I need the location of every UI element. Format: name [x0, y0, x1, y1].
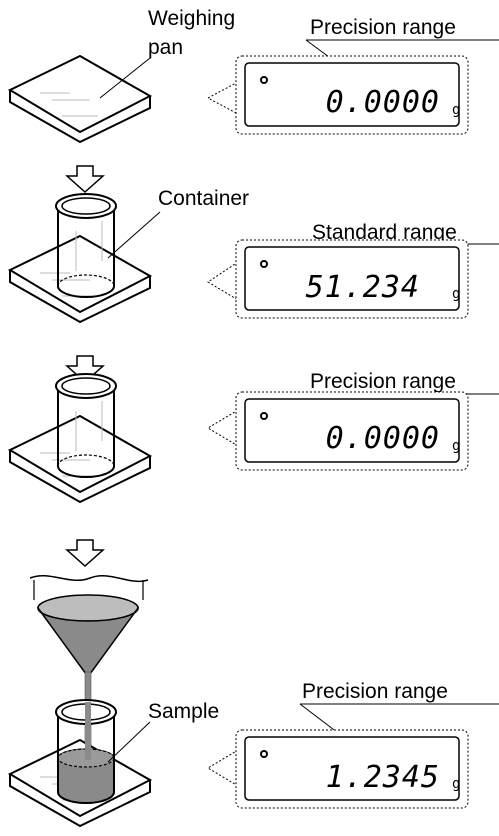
sample-source-edge — [29, 574, 149, 582]
arrow-down-icon — [66, 539, 104, 567]
step-1: Weighing pan Precision range 0.0000 g — [9, 7, 499, 143]
arrow-down-icon — [66, 165, 104, 193]
weighing-pan-label-line2: pan — [148, 36, 183, 59]
callout-4 — [207, 749, 239, 787]
sample-leader — [107, 721, 151, 763]
range-label-3: Precision range — [310, 370, 456, 393]
weighing-pan-label-line1: Weighing — [148, 7, 235, 30]
display-unit-4: g — [452, 776, 460, 792]
pan-3 — [9, 415, 151, 503]
display-unit-3: g — [452, 438, 460, 454]
sample-label: Sample — [148, 700, 219, 723]
display-reading-4: 1.2345 — [326, 760, 440, 795]
callout-1 — [206, 81, 239, 115]
container-label: Container — [158, 187, 249, 210]
display-unit-2: g — [452, 286, 460, 302]
weighing-pan — [9, 55, 151, 143]
range-label-2: Standard range — [312, 221, 457, 244]
range-label-1: Precision range — [310, 16, 456, 39]
display-reading-2: 51.234 — [306, 270, 420, 305]
beaker-with-sample — [55, 699, 117, 804]
funnel-icon — [37, 605, 139, 675]
step-4: Sample Precision range 1.2345 g — [9, 574, 499, 827]
display-reading-1: 0.0000 — [326, 85, 440, 120]
callout-3 — [207, 409, 239, 447]
display-reading-3: 0.0000 — [326, 421, 440, 456]
display-unit-1: g — [452, 102, 460, 118]
step-2: Container Standard range 51.234 g — [9, 187, 499, 323]
weighing-pan-leader — [99, 57, 151, 99]
pan-2 — [9, 235, 151, 323]
step-3: Precision range 0.0000 g — [9, 370, 499, 503]
callout-2 — [207, 261, 239, 301]
range-label-4: Precision range — [302, 680, 448, 703]
container-leader — [107, 211, 161, 259]
